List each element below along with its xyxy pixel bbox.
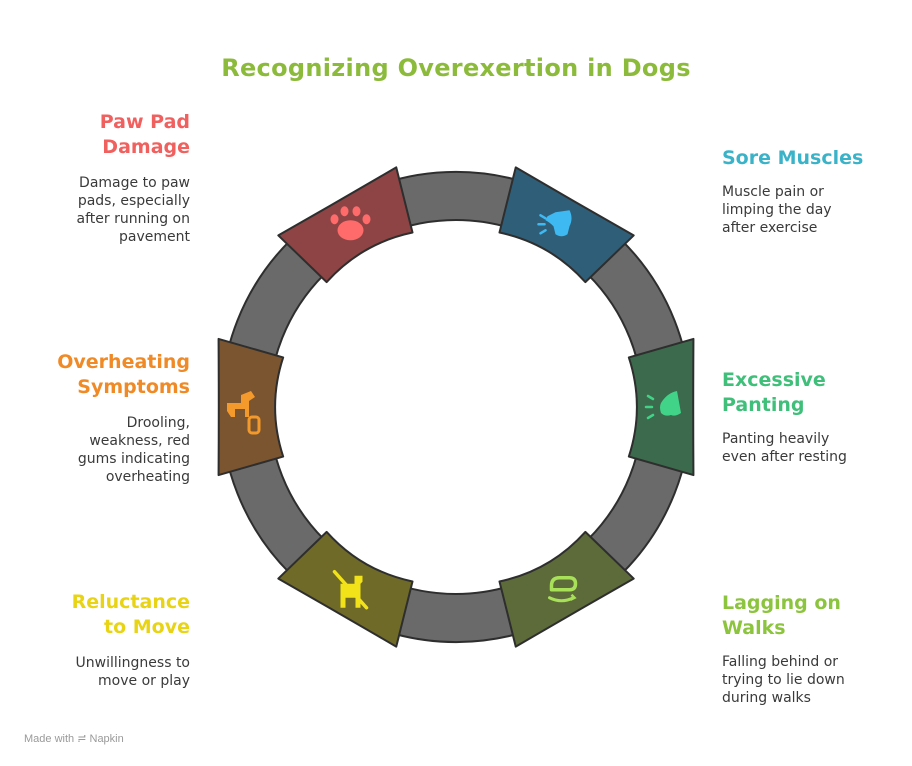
footer-credit: Made with ≓ Napkin — [24, 732, 124, 745]
paw-pad-description: Damage to paw pads, especially after run… — [76, 175, 190, 245]
paw-pad-heading: Paw Pad Damage — [99, 111, 190, 158]
dog-panting-icon — [644, 391, 681, 420]
sore-muscles-heading: Sore Muscles — [722, 147, 864, 169]
dog-thermometer-icon — [227, 391, 261, 435]
sore-muscles-description: Muscle pain or limping the day after exe… — [722, 184, 832, 236]
paw-icon — [330, 206, 371, 241]
no-dog-icon — [332, 569, 369, 610]
label-paw-pad-damage: Paw Pad Damage Damage to paw pads, espec… — [0, 110, 190, 246]
label-lagging-on-walks: Lagging on Walks Falling behind or tryin… — [722, 591, 912, 707]
label-reluctance: Reluctance to Move Unwillingness to move… — [0, 590, 190, 690]
napkin-brand: Napkin — [89, 733, 124, 745]
reluctance-heading: Reluctance to Move — [71, 591, 190, 638]
label-excessive-panting: Excessive Panting Panting heavily even a… — [722, 368, 912, 466]
overheating-description: Drooling, weakness, red gums indicating … — [77, 415, 190, 485]
reluctance-description: Unwillingness to move or play — [75, 655, 190, 689]
excessive-panting-description: Panting heavily even after resting — [722, 431, 847, 465]
excessive-panting-heading: Excessive Panting — [722, 369, 826, 416]
made-with-text: Made with — [24, 733, 75, 745]
napkin-logo-icon: ≓ — [77, 733, 87, 745]
page-title: Recognizing Overexertion in Dogs — [221, 54, 691, 82]
lagging-description: Falling behind or trying to lie down dur… — [722, 654, 845, 706]
dog-head-pain-icon — [537, 210, 572, 237]
overheating-heading: Overheating Symptoms — [57, 351, 190, 398]
label-overheating: Overheating Symptoms Drooling, weakness,… — [0, 350, 190, 486]
label-sore-muscles: Sore Muscles Muscle pain or limping the … — [722, 146, 912, 237]
lying-down-icon — [548, 575, 578, 603]
segment-4 — [217, 337, 285, 477]
lagging-heading: Lagging on Walks — [722, 592, 841, 639]
